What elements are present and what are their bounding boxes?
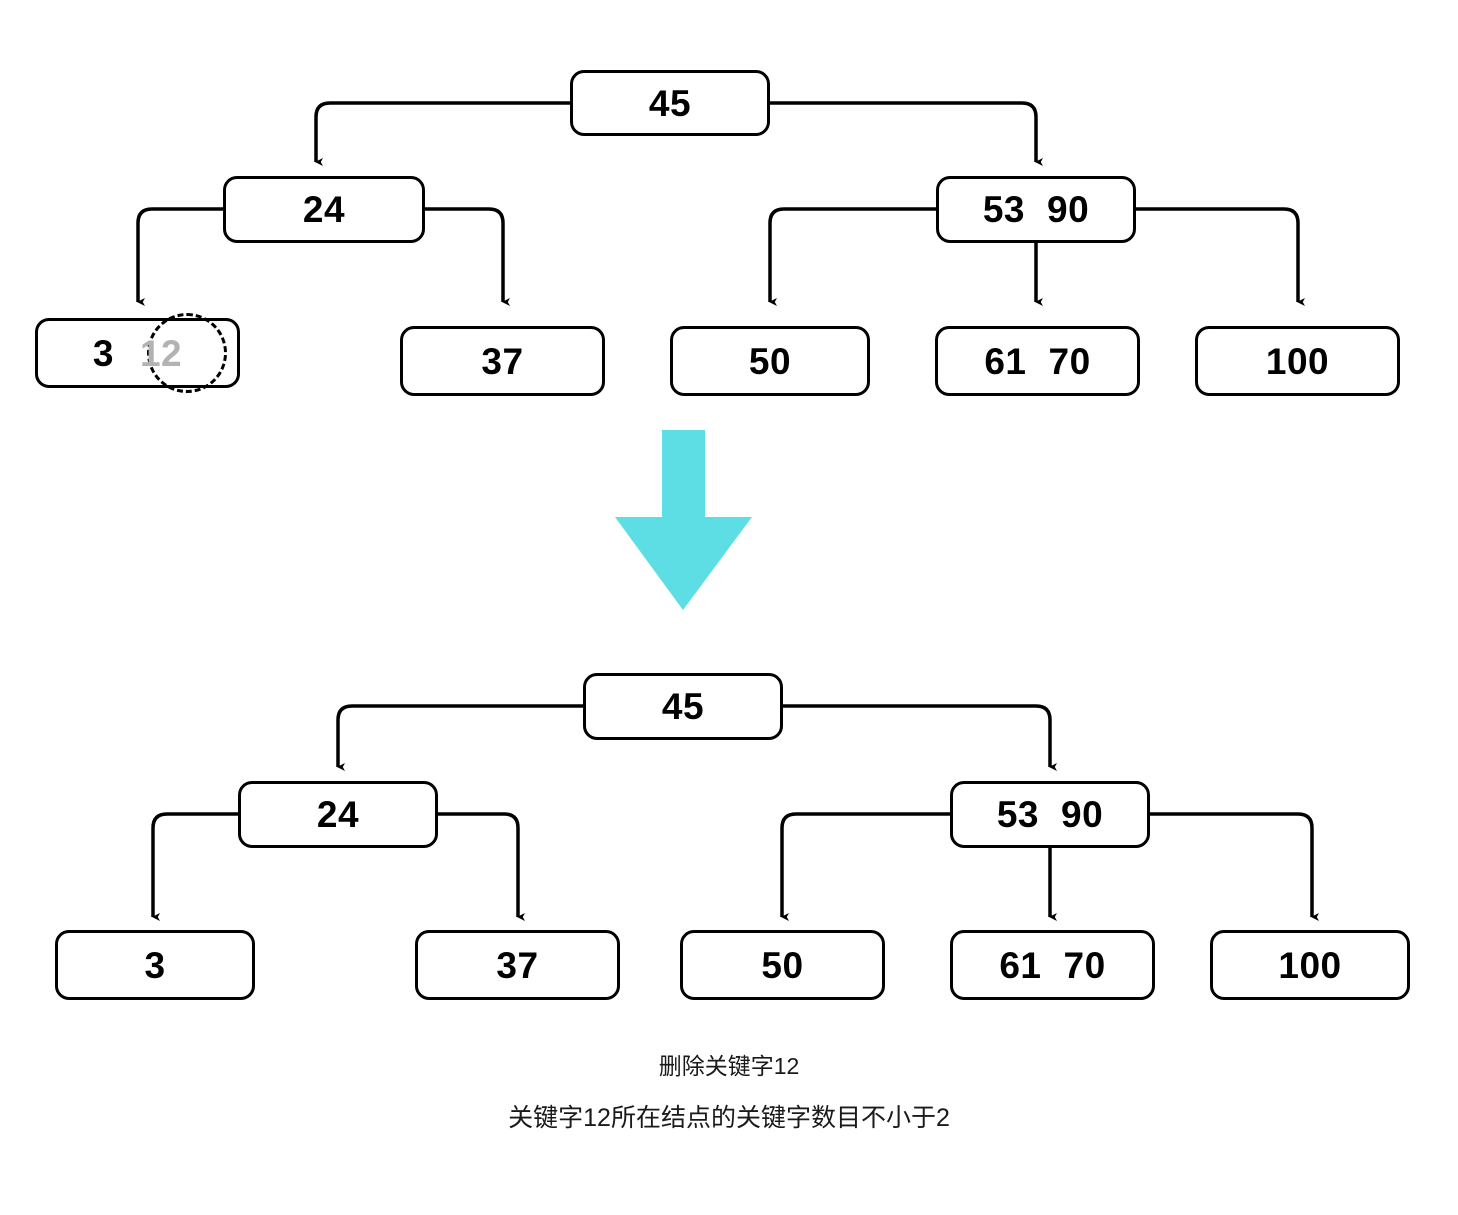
- key-value: 90: [1047, 189, 1090, 230]
- node-53-90-before[interactable]: 53 90: [936, 176, 1136, 243]
- node-keys: 61 70: [999, 947, 1105, 984]
- node-keys: 50: [761, 947, 803, 984]
- node-keys: 3: [144, 947, 165, 984]
- key-value: 100: [1265, 340, 1330, 382]
- leaf-50-before[interactable]: 50: [670, 326, 870, 396]
- node-keys: 37: [496, 947, 538, 984]
- key-value: 61: [999, 944, 1042, 986]
- node-keys: 45: [662, 688, 704, 725]
- leaf-100-before[interactable]: 100: [1195, 326, 1400, 396]
- key-value: 100: [1278, 944, 1342, 986]
- edge2-24-to-leaf3: [151, 812, 238, 921]
- node-root-45-before[interactable]: 45: [570, 70, 770, 136]
- leaf-3-after[interactable]: 3: [55, 930, 255, 1000]
- key-value: 90: [1061, 794, 1104, 835]
- node-keys: 100: [1278, 947, 1341, 984]
- key-value-deleted: 12: [139, 332, 183, 374]
- node-keys: 37: [481, 343, 523, 380]
- caption-line-1: 删除关键字12: [658, 1053, 800, 1079]
- node-keys: 53 90: [997, 796, 1103, 833]
- edge2-5390-to-leaf50: [780, 812, 950, 921]
- edge2-root45-to-24: [336, 704, 583, 771]
- edge2-5390-to-leaf100: [1150, 812, 1319, 921]
- node-keys: 45: [649, 85, 691, 122]
- key-value: 70: [1048, 340, 1091, 382]
- key-value: 3: [92, 332, 114, 374]
- node-24-before[interactable]: 24: [223, 176, 425, 243]
- node-keys: 50: [749, 343, 791, 380]
- key-value: 3: [144, 944, 166, 986]
- leaf-3-12-before[interactable]: 3 12: [35, 312, 240, 393]
- edge-root45-to-24: [314, 101, 570, 166]
- leaf-61-70-before[interactable]: 61 70: [935, 326, 1140, 396]
- key-value: 37: [496, 944, 539, 986]
- node-keys: 24: [303, 191, 345, 228]
- key-value: 45: [661, 686, 705, 727]
- key-value: 53: [996, 794, 1039, 835]
- edge2-24-to-leaf37: [438, 812, 525, 921]
- edge-24-to-leaf312: [136, 207, 223, 306]
- leaf-100-after[interactable]: 100: [1210, 930, 1410, 1000]
- edge2-root45-to-5390: [783, 704, 1057, 771]
- node-keys: 61 70: [984, 343, 1090, 380]
- key-value: 61: [984, 340, 1027, 382]
- leaf-37-before[interactable]: 37: [400, 326, 605, 396]
- key-value: 50: [761, 944, 804, 986]
- edge-root45-to-5390: [770, 101, 1043, 166]
- leaf-61-70-after[interactable]: 61 70: [950, 930, 1155, 1000]
- key-value: 24: [316, 794, 360, 835]
- node-keys: 3 12: [92, 312, 227, 393]
- key-value: 50: [748, 340, 792, 382]
- leaf-37-after[interactable]: 37: [415, 930, 620, 1000]
- key-value: 70: [1063, 944, 1106, 986]
- node-root-45-after[interactable]: 45: [583, 673, 783, 740]
- node-keys: 24: [317, 796, 359, 833]
- down-arrow-icon: [615, 430, 752, 610]
- caption-line-2: 关键字12所在结点的关键字数目不小于2: [508, 1104, 950, 1132]
- node-24-after[interactable]: 24: [238, 781, 438, 848]
- node-keys: 100: [1266, 343, 1329, 380]
- key-value: 37: [481, 340, 524, 382]
- key-value: 53: [982, 189, 1025, 230]
- edge-5390-to-leaf50: [768, 207, 936, 306]
- node-53-90-after[interactable]: 53 90: [950, 781, 1150, 848]
- key-value: 45: [648, 82, 692, 124]
- node-keys: 53 90: [983, 191, 1089, 228]
- edge-5390-to-leaf100: [1136, 207, 1305, 306]
- leaf-50-after[interactable]: 50: [680, 930, 885, 1000]
- key-value: 24: [302, 189, 346, 230]
- edge-24-to-leaf37: [425, 207, 510, 306]
